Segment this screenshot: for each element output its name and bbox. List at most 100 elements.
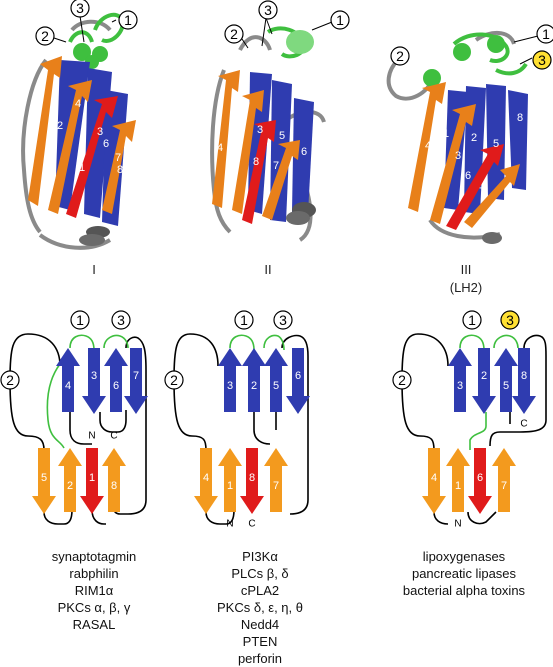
strand-number: 5 [503, 380, 509, 392]
topology-loop [401, 333, 449, 451]
topology-loop [69, 410, 92, 445]
protein-name: pancreatic lipases [411, 566, 517, 581]
structure-2-strand [212, 70, 240, 208]
loop-callout [390, 46, 410, 66]
protein-name: PKCs δ, ε, η, θ [216, 600, 303, 615]
topology-loop [253, 412, 271, 445]
structure-2-loop [210, 69, 232, 234]
loop-label: 2 [398, 372, 406, 388]
topology-strand [194, 448, 218, 514]
loop-label: 3 [264, 2, 272, 18]
topology-loop [205, 509, 235, 525]
loop-callout [0, 370, 20, 390]
structure-2-strand [292, 98, 314, 214]
strand-number: 6 [103, 138, 109, 150]
loop-callout [258, 0, 278, 20]
topology-strand [218, 448, 242, 512]
c-terminus: C [520, 419, 527, 430]
structure-1-strand [102, 120, 136, 214]
structure-3-strand [430, 104, 476, 224]
strand-number: 1 [79, 162, 85, 174]
structure-1-strand [66, 96, 118, 218]
strand-number: 4 [75, 98, 81, 110]
structure-1-loop [21, 58, 48, 234]
structure-2: 4 1 3 8 5 7 6 3 2 1 II [210, 0, 350, 277]
structure-label: I [92, 262, 96, 277]
strand-number: 1 [235, 146, 241, 158]
loop-label: 2 [6, 372, 14, 388]
loop-callout [111, 310, 131, 330]
strand-number: 6 [295, 370, 301, 382]
structure-2-loop [238, 35, 272, 52]
strand-number: 1 [443, 128, 449, 140]
topology-loop [91, 509, 106, 525]
topology-strand [472, 348, 496, 414]
loop-callout [35, 26, 55, 46]
protein-name: synaptotagmin [51, 549, 137, 564]
topology-loop [99, 410, 127, 433]
loop-label: 2 [396, 48, 404, 64]
callout-line [79, 15, 85, 43]
strand-number: 8 [517, 112, 523, 124]
strand-number: 2 [57, 120, 63, 132]
topology-strand [218, 348, 242, 412]
structure-2-helix [286, 211, 310, 225]
structure-2-strand [242, 120, 276, 224]
topology-2: 3 2 5 6 4 1 8 7 N C 1 3 2 [164, 310, 310, 530]
strand-number: 6 [477, 472, 483, 484]
topology-strand [448, 348, 472, 412]
strand-number: 8 [521, 370, 527, 382]
callout-line [265, 17, 273, 35]
structure-1-green-loop [68, 30, 94, 43]
protein-name: PI3Kα [242, 549, 278, 564]
loop-callout [118, 10, 138, 30]
topology-green-loop [46, 363, 65, 449]
callout-line [261, 17, 267, 47]
topology-strand [32, 448, 56, 514]
protein-list-2: PI3Kα PLCs β, δ cPLA2 PKCs δ, ε, η, θ Ne… [170, 548, 350, 667]
strand-number: 6 [301, 146, 307, 158]
loop-callout [273, 310, 293, 330]
strand-number: 1 [89, 472, 95, 484]
strand-number: 1 [227, 480, 233, 492]
loop-label: 1 [468, 312, 476, 328]
calcium-ion [423, 69, 441, 87]
structure-1-loop [38, 233, 112, 250]
topology-strand [56, 348, 80, 412]
protein-name: cPLA2 [240, 583, 280, 598]
strand-number: 2 [471, 132, 477, 144]
strand-number: 7 [273, 160, 279, 172]
loop-label: 1 [124, 12, 132, 28]
strand-number: 5 [273, 380, 279, 392]
loop-label: 1 [336, 12, 344, 28]
topology-strand [80, 448, 104, 514]
strand-number: 5 [279, 130, 285, 142]
strand-number: 3 [97, 126, 103, 138]
strand-number: 8 [111, 480, 117, 492]
topology-loop [433, 511, 449, 525]
protein-name: Nedd4 [240, 617, 280, 632]
topology-green-loop [103, 334, 129, 349]
n-terminus: N [226, 519, 233, 530]
loop-callout [330, 10, 350, 30]
topology-strand [492, 448, 516, 512]
protein-name: PKCs α, β, γ [57, 600, 131, 615]
strand-number: 7 [133, 370, 139, 382]
n-terminus: N [454, 519, 461, 530]
topology-green-loop [263, 334, 285, 351]
loop-callout [234, 310, 254, 330]
strand-number: 3 [91, 370, 97, 382]
topology-loop [489, 334, 547, 447]
loop-callout [224, 24, 244, 44]
topology-strand [512, 348, 536, 414]
topology-strand [82, 348, 106, 414]
structure-2-strand [262, 140, 300, 220]
strand-number: 4 [203, 472, 209, 484]
strand-number: 8 [249, 472, 255, 484]
loop-callout-highlight [500, 310, 520, 330]
strand-number: 3 [257, 124, 263, 136]
structure-3-strand [446, 144, 504, 230]
structure-1: 5 2 4 3 1 6 8 7 3 2 1 I [21, 0, 138, 277]
topology-loop [173, 333, 219, 451]
